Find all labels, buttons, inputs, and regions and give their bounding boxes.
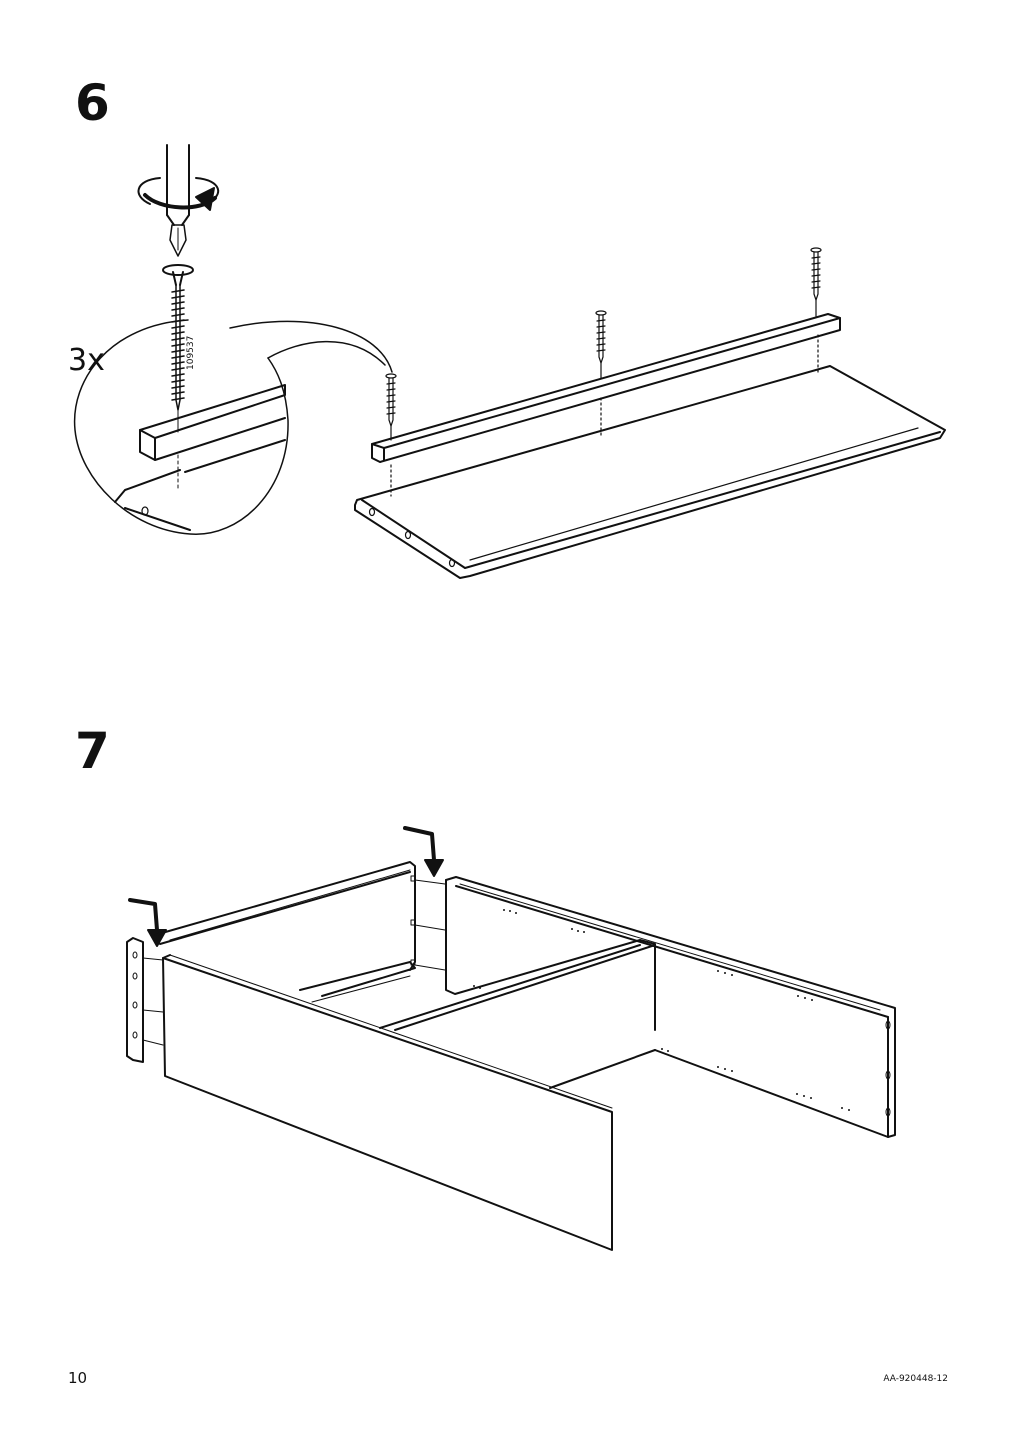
shelf-board — [354, 365, 946, 579]
middle-divider — [379, 944, 656, 1089]
page-number: 10 — [68, 1369, 88, 1387]
screwdriver — [166, 144, 190, 257]
left-side-panel — [126, 937, 164, 1063]
back-panel — [154, 861, 446, 1003]
screw-icon — [595, 310, 607, 437]
wooden-rail — [371, 313, 841, 463]
quantity-label: 3x — [68, 343, 105, 378]
rotation-arrow-icon — [137, 177, 220, 211]
document-code: AA-920448-12 — [883, 1374, 948, 1384]
detail-circle — [229, 320, 393, 373]
step-number: 6 — [75, 74, 110, 132]
detail-rail — [114, 384, 286, 531]
screw-icon — [810, 247, 822, 375]
step-number: 7 — [75, 722, 110, 780]
part-number: 109537 — [186, 335, 196, 370]
screw-icon — [385, 373, 397, 497]
down-arrow-icon — [403, 826, 444, 877]
step6-illustration — [73, 144, 946, 579]
right-back-panel — [445, 876, 896, 1138]
front-panel — [162, 954, 613, 1251]
